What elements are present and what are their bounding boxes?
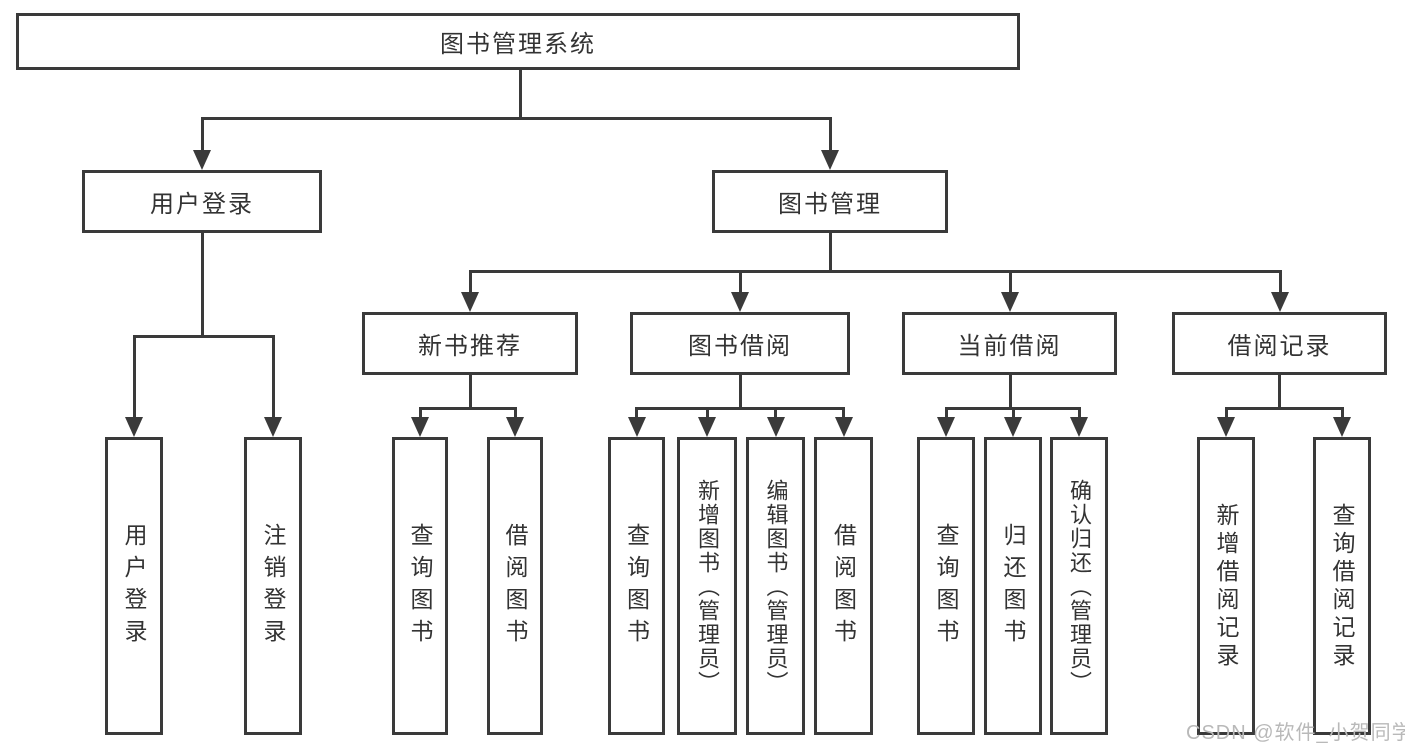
edge-to-bb-query [635, 407, 638, 417]
arrowhead-current-borrow [1001, 292, 1019, 312]
edge-nbr-rail [418, 407, 517, 410]
edge-book-mgmt-stem [828, 233, 832, 270]
arrowhead-cb-return [1004, 417, 1022, 437]
edge-to-bb-edit [774, 407, 777, 417]
edge-to-bb-add [705, 407, 709, 417]
node-book-management: 图书管理 [712, 170, 948, 233]
edge-nbr-stem [468, 375, 472, 407]
edge-bb-rail [635, 407, 845, 410]
edge-to-leaf-login [132, 335, 136, 417]
edge-root-to-user-login [200, 117, 204, 150]
edge-to-current-borrow [1008, 270, 1012, 292]
edge-to-br-add [1224, 407, 1228, 417]
node-borrowing-records: 借阅记录 [1172, 312, 1387, 375]
edge-user-login-rail [132, 335, 275, 338]
edge-to-borrow-record [1278, 270, 1282, 292]
leaf-cb-return-books: 归还图书 [984, 437, 1042, 735]
arrowhead-bb-query [627, 417, 646, 437]
leaf-logout: 注销登录 [244, 437, 302, 735]
edge-to-book-borrow [738, 270, 742, 292]
arrowhead-book-mgmt [821, 150, 839, 170]
leaf-cb-query-books: 查询图书 [917, 437, 975, 735]
node-library-management-system: 图书管理系统 [16, 13, 1020, 70]
edge-to-bb-borrow [842, 407, 845, 417]
edge-br-rail [1224, 407, 1344, 410]
leaf-cb-confirm-return-admin: 确认归还（管理员） [1050, 437, 1108, 735]
edge-root-to-book-mgmt [828, 117, 832, 150]
leaf-bb-add-books-admin: 新增图书（管理员） [677, 437, 737, 735]
arrowhead-book-borrow [731, 292, 749, 312]
edge-to-new-book-rec [468, 270, 472, 292]
leaf-br-query-record: 查询借阅记录 [1313, 437, 1371, 735]
node-book-borrowing: 图书借阅 [630, 312, 850, 375]
arrowhead-new-book-rec [461, 292, 479, 312]
leaf-bb-query-books: 查询图书 [608, 437, 665, 735]
edge-to-nbr-borrow [513, 407, 517, 417]
arrowhead-bb-edit [766, 417, 785, 437]
arrowhead-cb-query [937, 417, 955, 437]
edge-to-cb-confirm [1077, 407, 1081, 417]
leaf-bb-borrow-books: 借阅图书 [814, 437, 873, 735]
csdn-watermark: CSDN @软件_小贺同学 [1186, 722, 1405, 744]
leaf-br-add-record: 新增借阅记录 [1197, 437, 1255, 735]
edge-root-rail [200, 117, 832, 120]
edge-to-cb-return [1011, 407, 1015, 417]
arrowhead-br-query [1333, 417, 1351, 437]
arrowhead-user-login [193, 150, 211, 170]
arrowhead-borrow-record [1271, 292, 1289, 312]
arrowhead-cb-confirm [1070, 417, 1088, 437]
edge-to-cb-query [944, 407, 948, 417]
edge-to-br-query [1340, 407, 1344, 417]
arrowhead-bb-borrow [834, 417, 853, 437]
edge-book-mgmt-rail [468, 270, 1282, 273]
arrowhead-leaf-login [125, 417, 143, 437]
arrowhead-nbr-borrow [506, 417, 524, 437]
edge-user-login-stem [200, 233, 204, 335]
edge-root-stem [518, 70, 522, 117]
node-new-book-recommendation: 新书推荐 [362, 312, 578, 375]
arrowhead-bb-add [698, 417, 716, 437]
arrowhead-leaf-logout [264, 417, 282, 437]
edge-bb-stem [738, 375, 742, 407]
arrowhead-nbr-query [411, 417, 429, 437]
edge-to-leaf-logout [271, 335, 275, 417]
node-current-borrowing: 当前借阅 [902, 312, 1117, 375]
leaf-bb-edit-books-admin: 编辑图书（管理员） [746, 437, 805, 735]
arrowhead-br-add [1217, 417, 1235, 437]
edge-cb-stem [1008, 375, 1012, 407]
leaf-user-login: 用户登录 [105, 437, 163, 735]
edge-to-nbr-query [418, 407, 422, 417]
edge-br-stem [1277, 375, 1281, 407]
leaf-nbr-borrow-books: 借阅图书 [487, 437, 543, 735]
node-user-login: 用户登录 [82, 170, 322, 233]
leaf-nbr-query-books: 查询图书 [392, 437, 448, 735]
